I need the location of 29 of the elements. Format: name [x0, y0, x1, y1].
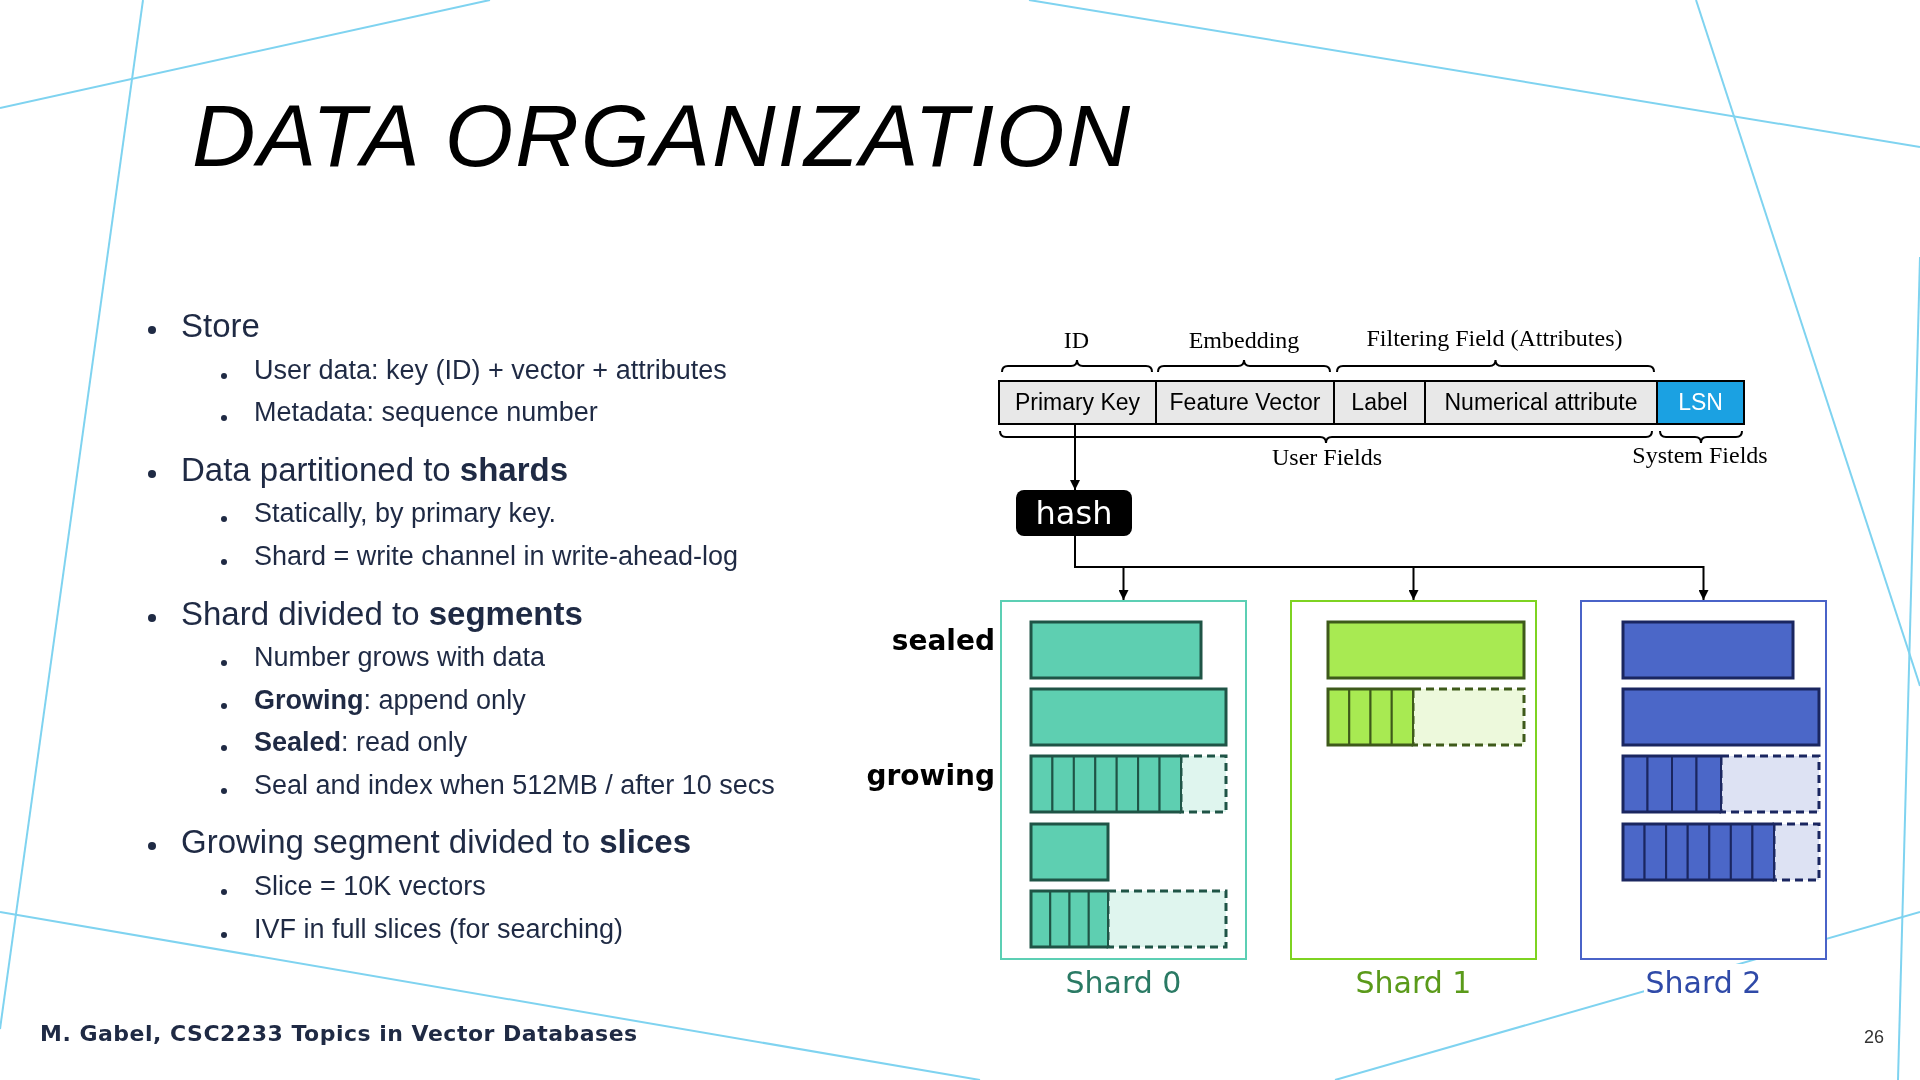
bullet-text: Metadata: sequence number — [254, 396, 598, 429]
field-cell: LSN — [1656, 380, 1745, 425]
field-cell: Feature Vector — [1155, 380, 1335, 425]
field-cell: Label — [1333, 380, 1426, 425]
bullet-text: Growing segment divided to slices — [181, 822, 691, 862]
bullet-text: Data partitioned to shards — [181, 450, 569, 490]
bullet-text: Statically, by primary key. — [254, 497, 557, 530]
bullet-text: Seal and index when 512MB / after 10 secs — [254, 769, 775, 802]
field-cell: Primary Key — [998, 380, 1157, 425]
segment-label: sealed — [891, 627, 995, 655]
brace-label: Embedding — [1187, 328, 1301, 352]
page-number: 26 — [1864, 1028, 1885, 1046]
brace-label: System Fields — [1631, 443, 1769, 467]
bullet-text: IVF in full slices (for searching) — [254, 913, 624, 946]
bullet-text: User data: key (ID) + vector + attributes — [254, 354, 727, 387]
brace-label: ID — [1062, 328, 1091, 352]
arrow — [1070, 424, 1080, 491]
bullet-text: Growing: append only — [254, 684, 526, 717]
slide-title: DATA ORGANIZATION — [192, 92, 1133, 180]
bullet-text: Store — [181, 306, 260, 346]
bullet-text: Sealed: read only — [254, 726, 468, 759]
hash-box: hash — [1016, 490, 1132, 536]
brace-label: Filtering Field (Attributes) — [1365, 326, 1624, 350]
bullet-text: Slice = 10K vectors — [254, 870, 486, 903]
bullet-text: Shard = write channel in write-ahead-log — [254, 540, 739, 573]
footer-text: M. Gabel, CSC2233 Topics in Vector Databases — [40, 1023, 638, 1045]
bullet-text: Shard divided to segments — [181, 594, 583, 634]
field-cell: Numerical attribute — [1424, 380, 1658, 425]
bullet-text: Number grows with data — [254, 641, 546, 674]
